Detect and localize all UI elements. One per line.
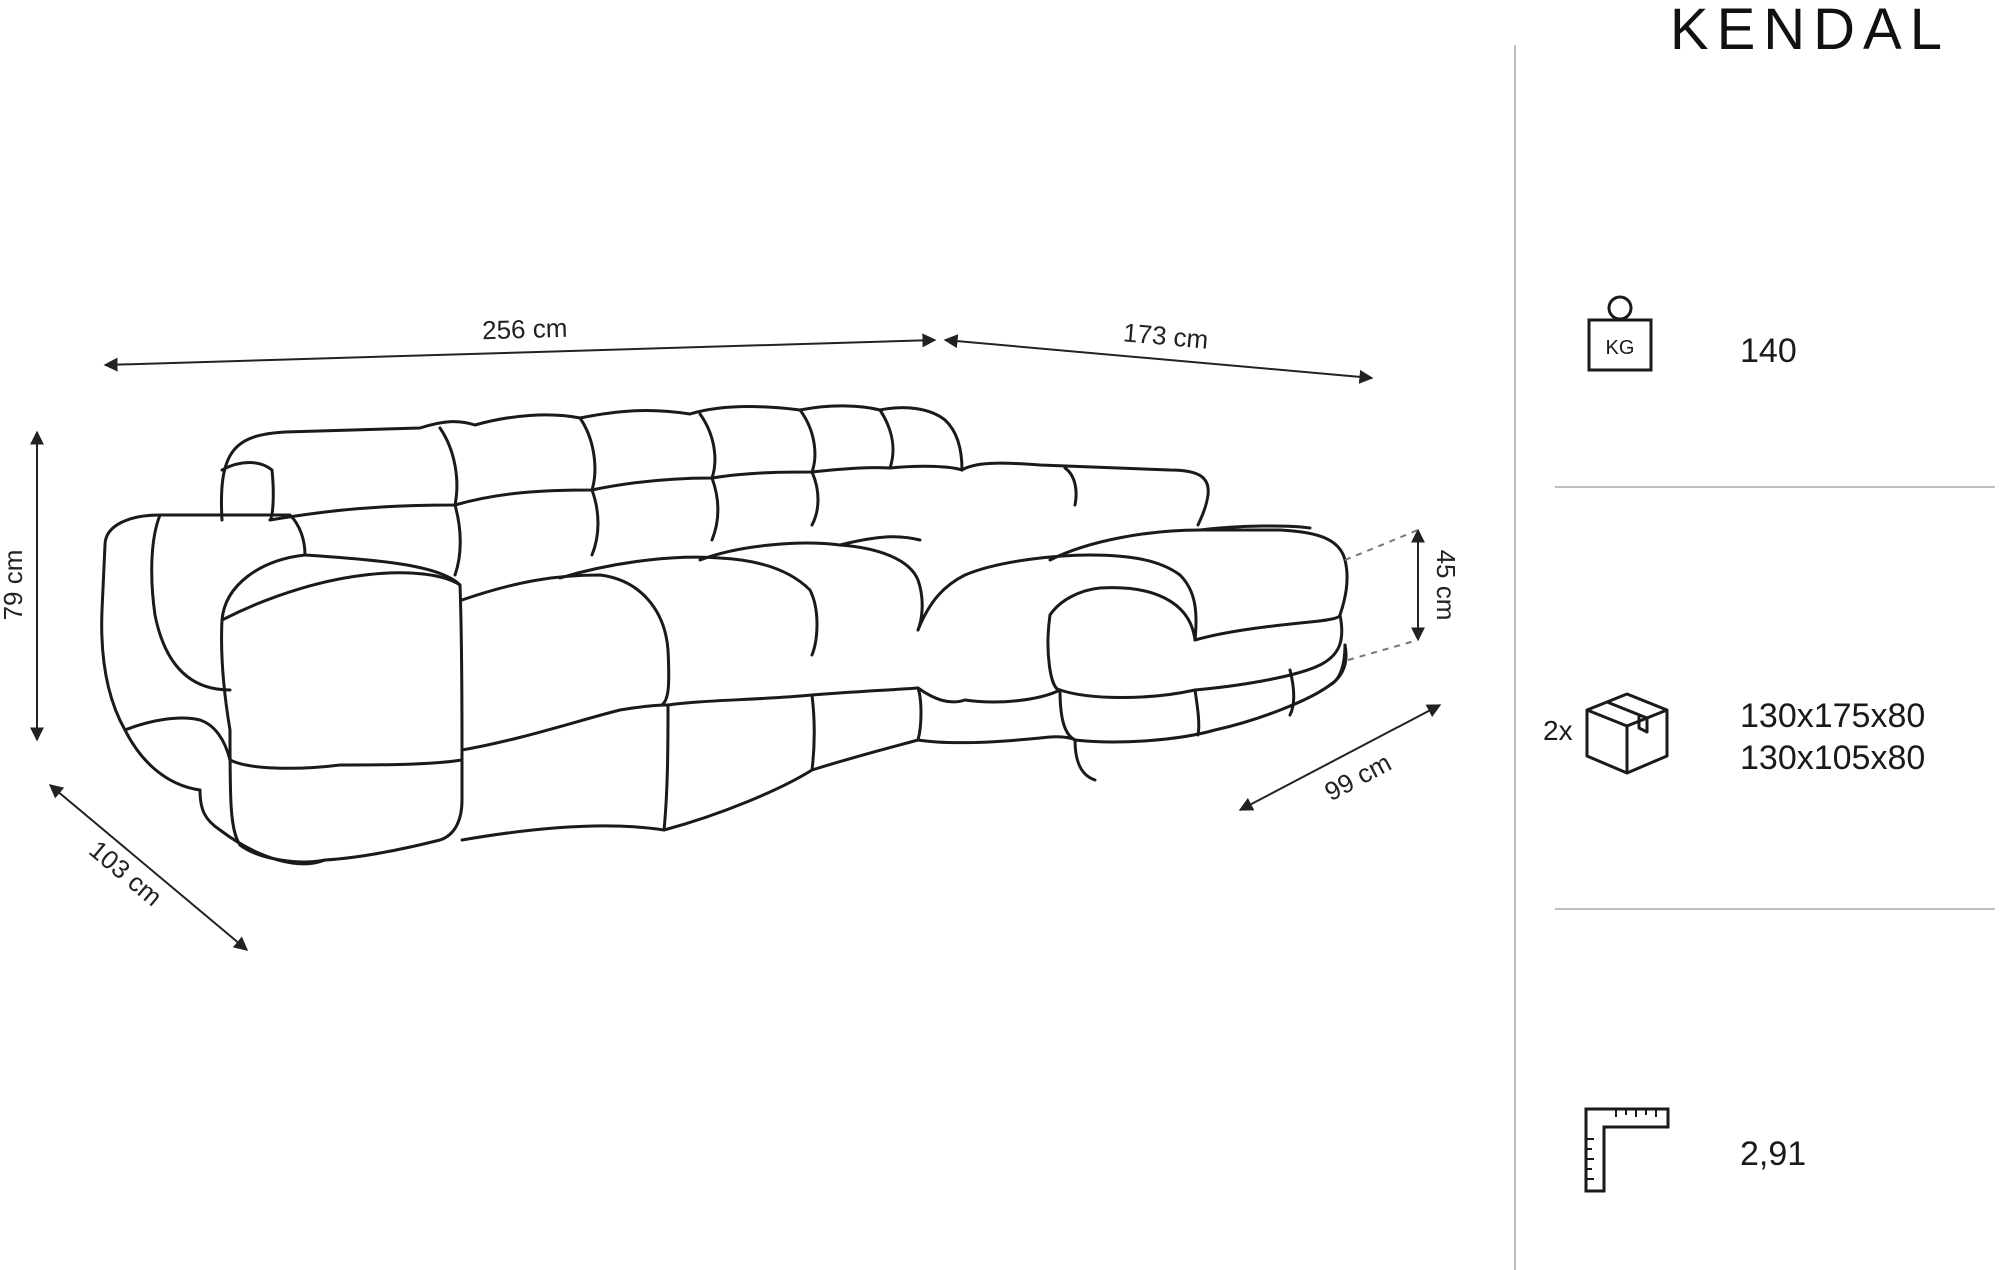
panel-divider-1: [1555, 486, 1995, 488]
kg-weight-icon: KG: [1587, 295, 1653, 372]
dimension-lines: [30, 333, 1442, 951]
kg-icon-label: KG: [1606, 337, 1635, 359]
package-size-2: 130x105x80: [1740, 739, 1926, 777]
sofa-diagram: 256 cm 173 cm 79 cm 45 cm 103 cm 99 cm: [0, 313, 1461, 951]
dim-label-height-back: 79 cm: [0, 550, 28, 621]
dim-label-width-chaise: 173 cm: [1122, 317, 1210, 354]
area-value: 2,91: [1740, 1135, 1807, 1173]
package-count: 2x: [1543, 715, 1573, 746]
panel-divider-vertical: [1514, 45, 1516, 1270]
ruler-corner-icon: [1584, 1107, 1670, 1193]
dim-line-width-main: [103, 333, 937, 372]
product-title: KENDAL: [1669, 0, 1950, 62]
dim-line-depth-chaise: [1238, 704, 1442, 811]
weight-value: 140: [1740, 332, 1797, 370]
dim-label-depth-chaise: 99 cm: [1319, 747, 1396, 807]
dim-label-width-main: 256 cm: [482, 313, 568, 346]
dim-line-width-chaise: [943, 334, 1374, 384]
dim-label-height-seat: 45 cm: [1431, 550, 1461, 621]
panel-divider-2: [1555, 908, 1995, 910]
dim-line-depth-main: [48, 784, 249, 951]
box-icon: [1585, 692, 1669, 775]
sofa-outline: [100, 404, 1349, 866]
package-size-1: 130x175x80: [1740, 697, 1926, 735]
